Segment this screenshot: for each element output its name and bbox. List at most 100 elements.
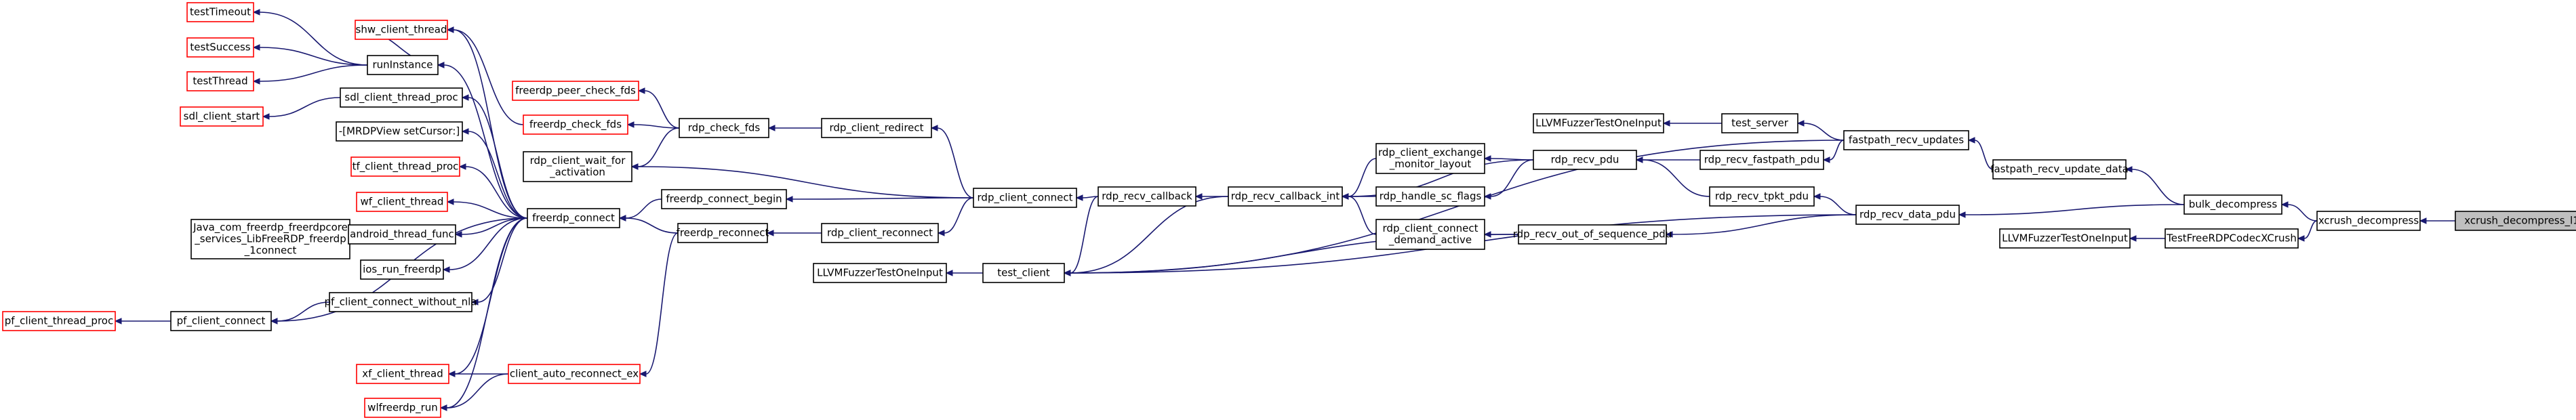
node-box xyxy=(2165,228,2299,249)
graph-node-testTimeout[interactable]: testTimeout xyxy=(186,2,254,22)
node-label: freerdp_connect xyxy=(532,212,615,225)
graph-node-sdl_client_thread_proc[interactable]: sdl_client_thread_proc xyxy=(340,87,463,108)
graph-edge xyxy=(470,217,528,306)
graph-node-tf_client_thread_proc[interactable]: tf_client_thread_proc xyxy=(350,156,460,177)
graph-edge xyxy=(446,26,524,125)
graph-edge xyxy=(461,128,528,219)
graph-node-java_connect[interactable]: Java_com_freerdp_freerdpcore_services_Li… xyxy=(190,219,350,259)
node-label: pf_client_connect xyxy=(177,315,266,328)
graph-node-rdp_client_connect[interactable]: rdp_client_connect xyxy=(973,188,1077,208)
graph-node-rdp_client_redirect[interactable]: rdp_client_redirect xyxy=(821,118,932,138)
node-box xyxy=(661,189,787,209)
node-label: pf_client_connect_without_nla xyxy=(324,296,477,309)
node-label: rdp_recv_data_pdu xyxy=(1859,209,1956,222)
graph-node-rdp_recv_out_of_sequence_pdu[interactable]: rdp_recv_out_of_sequence_pdu xyxy=(1513,224,1672,245)
node-label: testSuccess xyxy=(190,41,250,54)
graph-node-rdp_client_reconnect[interactable]: rdp_client_reconnect xyxy=(821,223,939,243)
graph-node-wlfreerdp_run[interactable]: wlfreerdp_run xyxy=(364,398,441,418)
graph-node-android_thread_func[interactable]: android_thread_func xyxy=(348,224,456,245)
graph-edge xyxy=(1341,158,1377,200)
node-box xyxy=(523,151,632,182)
node-box xyxy=(821,223,939,243)
graph-edge xyxy=(766,230,822,236)
node-box xyxy=(186,2,254,22)
graph-node-pf_client_connect_without_nla[interactable]: pf_client_connect_without_nla xyxy=(324,292,477,312)
graph-node-LLVMFuzzerTestOneInput_3[interactable]: LLVMFuzzerTestOneInput xyxy=(1999,228,2131,249)
graph-node-rdp_check_fds[interactable]: rdp_check_fds xyxy=(679,118,769,138)
graph-node-fastpath_recv_update_data[interactable]: fastpath_recv_update_data xyxy=(1990,159,2129,180)
graph-edge xyxy=(930,125,974,198)
graph-node-rdp_recv_data_pdu[interactable]: rdp_recv_data_pdu xyxy=(1855,205,1960,225)
graph-node-rdp_handle_sc_flags[interactable]: rdp_handle_sc_flags xyxy=(1375,186,1485,207)
graph-edge xyxy=(1796,120,1845,141)
graph-edge xyxy=(2125,166,2185,205)
graph-node-freerdp_connect_begin[interactable]: freerdp_connect_begin xyxy=(661,189,787,209)
node-label: rdp_client_connect xyxy=(1383,222,1478,235)
node-label: -[MRDPView setCursor:] xyxy=(339,125,460,138)
graph-node-sdl_client_start[interactable]: sdl_client_start xyxy=(180,106,264,127)
node-label: runInstance xyxy=(373,59,433,71)
graph-node-freerdp_connect[interactable]: freerdp_connect xyxy=(527,208,620,228)
node-label: rdp_check_fds xyxy=(688,122,761,135)
graph-node-rdp_client_exchange_monitor_layout[interactable]: rdp_client_exchange_monitor_layout xyxy=(1375,143,1485,174)
graph-node-pf_client_connect[interactable]: pf_client_connect xyxy=(170,311,272,331)
node-box xyxy=(356,364,449,384)
graph-edge xyxy=(1967,137,1994,170)
node-box xyxy=(679,118,769,138)
graph-node-freerdp_check_fds[interactable]: freerdp_check_fds xyxy=(523,114,628,135)
graph-node-shw_client_thread[interactable]: shw_client_thread xyxy=(355,20,448,40)
graph-node-rdp_recv_fastpath_pdu[interactable]: rdp_recv_fastpath_pdu xyxy=(1699,150,1824,170)
graph-node-test_server[interactable]: test_server xyxy=(1721,113,1798,133)
graph-edge xyxy=(458,163,528,219)
graph-node-runInstance[interactable]: runInstance xyxy=(367,55,439,75)
graph-edge xyxy=(1665,214,1857,238)
graph-node-LLVMFuzzerTestOneInput_1[interactable]: LLVMFuzzerTestOneInput xyxy=(1533,113,1664,133)
graph-edge xyxy=(252,64,368,85)
node-label: rdp_recv_pdu xyxy=(1551,154,1619,167)
graph-node-rdp_recv_pdu[interactable]: rdp_recv_pdu xyxy=(1533,150,1637,170)
graph-edge xyxy=(252,9,368,66)
graph-node-fastpath_recv_updates[interactable]: fastpath_recv_updates xyxy=(1843,130,1969,150)
graph-node-testSuccess[interactable]: testSuccess xyxy=(186,37,254,58)
node-box xyxy=(982,263,1065,283)
graph-node-test_client[interactable]: test_client xyxy=(982,263,1065,283)
graph-node-freerdp_reconnect[interactable]: freerdp_reconnect xyxy=(677,223,769,243)
graph-node-MRDPView_setCursor[interactable]: -[MRDPView setCursor:] xyxy=(336,121,463,142)
node-box xyxy=(2183,194,2282,215)
graph-node-client_auto_reconnect_ex[interactable]: client_auto_reconnect_ex xyxy=(508,364,641,384)
node-label: xcrush_decompress xyxy=(2318,215,2419,228)
graph-edge xyxy=(1813,193,1857,215)
graph-node-rdp_client_wait_for_activation[interactable]: rdp_client_wait_for_activation xyxy=(523,151,632,182)
node-box xyxy=(1992,159,2127,180)
graph-node-rdp_client_connect_demand_active[interactable]: rdp_client_connect_demand_active xyxy=(1375,219,1485,250)
graph-node-LLVMFuzzerTestOneInput_2[interactable]: LLVMFuzzerTestOneInput xyxy=(813,263,947,283)
node-label: freerdp_reconnect xyxy=(677,227,769,240)
node-label: testThread xyxy=(193,75,247,87)
graph-node-xcrush_decompress[interactable]: xcrush_decompress xyxy=(2316,211,2421,231)
graph-node-rdp_recv_callback[interactable]: rdp_recv_callback xyxy=(1098,186,1196,207)
graph-edge xyxy=(945,270,983,276)
graph-node-testThread[interactable]: testThread xyxy=(186,71,254,91)
graph-node-pf_client_thread_proc[interactable]: pf_client_thread_proc xyxy=(2,311,116,331)
graph-node-freerdp_peer_check_fds[interactable]: freerdp_peer_check_fds xyxy=(512,81,639,101)
node-box xyxy=(1999,228,2131,249)
node-box xyxy=(2455,211,2576,231)
graph-node-bulk_decompress[interactable]: bulk_decompress xyxy=(2183,194,2282,215)
graph-node-xf_client_thread[interactable]: xf_client_thread xyxy=(356,364,449,384)
node-label: freerdp_peer_check_fds xyxy=(515,85,636,98)
node-label: xcrush_decompress_l1 xyxy=(2464,215,2576,228)
node-box xyxy=(821,118,932,138)
graph-node-rdp_recv_tpkt_pdu[interactable]: rdp_recv_tpkt_pdu xyxy=(1709,186,1815,207)
node-box xyxy=(512,81,639,101)
graph-node-ios_run_freerdp[interactable]: ios_run_freerdp xyxy=(360,259,444,280)
graph-node-wf_client_thread[interactable]: wf_client_thread xyxy=(356,192,448,212)
graph-node-xcrush_decompress_l1[interactable]: xcrush_decompress_l1 xyxy=(2455,211,2576,231)
node-label: LLVMFuzzerTestOneInput xyxy=(817,267,943,279)
graph-node-TestFreeRDPCodecXCrush[interactable]: TestFreeRDPCodecXCrush xyxy=(2165,228,2299,249)
node-label: rdp_client_connect xyxy=(978,192,1073,205)
node-box xyxy=(360,259,444,280)
graph-node-rdp_recv_callback_int[interactable]: rdp_recv_callback_int xyxy=(1228,186,1343,207)
node-label: rdp_client_redirect xyxy=(829,122,923,135)
graph-edge xyxy=(637,87,680,129)
node-label: bulk_decompress xyxy=(2189,198,2278,211)
